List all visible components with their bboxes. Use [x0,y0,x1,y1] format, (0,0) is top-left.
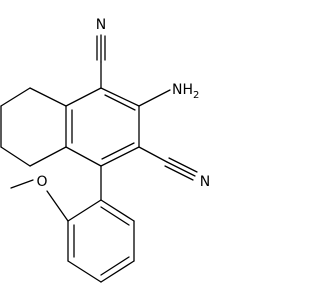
bond-c5-c4a [29,146,67,167]
bond-c2-n [138,89,171,107]
bond-p3-p4 [67,260,102,283]
nitrile-right-n-label: N [200,174,210,190]
nitrile-right: N [138,146,210,190]
bond-c3-c4 [100,146,140,167]
methoxy-group: O [10,174,69,222]
methoxyphenyl-ring [67,199,135,283]
bond-c1-c2-inner [104,94,136,111]
nitrile-top: N [96,17,106,89]
bond-o-ch3 [10,179,34,189]
bond-triple-lower-r [164,165,194,181]
amino-label: NH2 [172,82,199,101]
bond-p1-p2 [67,199,102,222]
methoxy-o-label: O [36,174,47,190]
bond-triple-upper-r [168,157,198,173]
bond-c3-cn [138,146,168,163]
bond-c8a-c8 [29,87,67,107]
bond-p6-p1-inner [100,206,130,226]
bond-p4-p5-inner [100,256,130,276]
bond-c3-c4-inner [101,142,135,160]
bond-c4-c4a [65,146,102,167]
bond-c6-c5 [0,146,31,167]
nitrile-top-n-label: N [96,17,106,33]
bond-triple-center-r [166,161,196,177]
cyclohexene-ring [0,87,67,167]
bond-c8-c7 [0,87,31,107]
bond-p4-p5 [100,260,135,283]
molecule-drawing: N NH2 N [0,17,210,283]
bond-c8a-c1 [65,87,102,107]
amino-group: NH2 [138,82,199,107]
bond-p6-p1 [100,199,135,222]
aromatic-ring [65,87,140,167]
bond-p2-o [46,190,69,222]
bond-c1-c2 [100,87,140,107]
structure-diagram: N NH2 N [0,17,210,283]
